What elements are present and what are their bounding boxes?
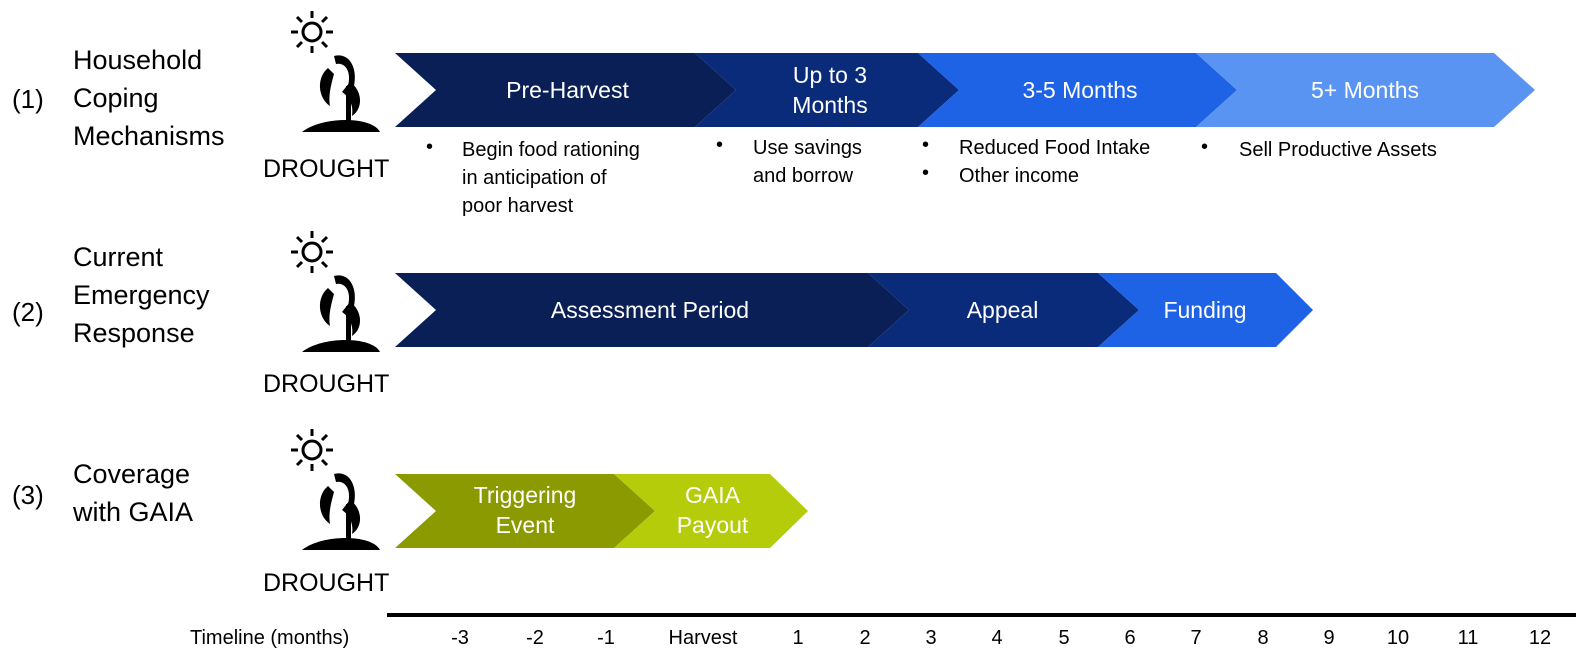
timeline-tick: -1 bbox=[597, 627, 615, 649]
row3-title-line1: Coverage bbox=[73, 459, 191, 489]
row1-phase-arrows bbox=[395, 53, 1535, 127]
row2-phase-arrows bbox=[395, 273, 1313, 347]
row3-title-line2: with GAIA bbox=[73, 497, 194, 527]
phase-label-appeal: Appeal bbox=[966, 297, 1039, 323]
note-line: and borrow bbox=[753, 165, 854, 187]
phase-label-funding: Funding bbox=[1163, 297, 1247, 323]
row3-title: Coverage with GAIA bbox=[73, 455, 193, 531]
bullet-marker: • bbox=[1201, 136, 1209, 158]
phase-arrow-gaia-payout bbox=[614, 474, 808, 548]
phase-label-triggering-event: Triggering Event bbox=[473, 482, 577, 538]
phase-arrow-pre-harvest bbox=[395, 53, 736, 127]
phase-label-5-plus-months: 5+ Months bbox=[1310, 77, 1420, 103]
drought-icon bbox=[291, 231, 380, 352]
timeline-tick: 3 bbox=[925, 627, 937, 649]
note-pre-harvest: Begin food rationing in anticipation of … bbox=[462, 136, 640, 220]
sun-icon bbox=[291, 429, 333, 471]
phase-arrow-funding bbox=[1098, 273, 1313, 347]
phase-label-assessment-period: Assessment Period bbox=[550, 297, 750, 323]
bullet-marker: • bbox=[716, 134, 724, 156]
timeline-tick: -3 bbox=[451, 627, 469, 649]
bullet-marker: • bbox=[922, 134, 930, 156]
timeline-tick: 5 bbox=[1058, 627, 1070, 649]
row2-hazard-label: DROUGHT bbox=[263, 370, 390, 398]
row2-title-line2: Emergency bbox=[73, 280, 210, 310]
row2-title: Current Emergency Response bbox=[73, 238, 210, 352]
bullet-marker: • bbox=[426, 136, 434, 158]
row1-title-line1: Household bbox=[73, 45, 203, 75]
timeline-label: Timeline (months) bbox=[190, 627, 350, 649]
phase-label-gaia-payout: GAIA Payout bbox=[676, 482, 749, 538]
phase-arrow-triggering-event bbox=[395, 474, 655, 548]
row1-hazard-label: DROUGHT bbox=[263, 155, 390, 183]
note-line: Sell Productive Assets bbox=[1239, 139, 1437, 161]
note-5-plus-months: Sell Productive Assets bbox=[1239, 136, 1437, 164]
note-line: Other income bbox=[959, 165, 1080, 187]
row2-title-line3: Response bbox=[73, 318, 195, 348]
timeline-tick: 8 bbox=[1257, 627, 1269, 649]
timeline-tick: 10 bbox=[1386, 627, 1410, 649]
wilted-plant-icon bbox=[302, 275, 380, 352]
note-line: Reduced Food Intake bbox=[959, 137, 1151, 159]
note-up-to-3-months: Use savings and borrow bbox=[753, 134, 862, 190]
note-line: poor harvest bbox=[462, 195, 574, 217]
phase-arrow-3-5-months bbox=[918, 53, 1237, 127]
timeline-tick: 7 bbox=[1190, 627, 1202, 649]
row1-title-line2: Coping bbox=[73, 83, 159, 113]
timeline-tick: 2 bbox=[859, 627, 871, 649]
note-line: Begin food rationing bbox=[462, 139, 640, 161]
row2-title-line1: Current bbox=[73, 242, 164, 272]
note-line: in anticipation of bbox=[462, 167, 607, 189]
sun-icon bbox=[291, 231, 333, 273]
wilted-plant-icon bbox=[302, 473, 380, 550]
drought-icon bbox=[291, 11, 380, 132]
row1-title: Household Coping Mechanisms bbox=[73, 41, 225, 155]
note-line: Use savings bbox=[753, 137, 862, 159]
timeline-tick: 4 bbox=[991, 627, 1003, 649]
timeline-tick: 1 bbox=[792, 627, 804, 649]
bullet-marker: • bbox=[922, 162, 930, 184]
timeline-tick: -2 bbox=[526, 627, 544, 649]
sun-icon bbox=[291, 11, 333, 53]
timeline-tick: 11 bbox=[1457, 627, 1479, 649]
drought-icon bbox=[291, 429, 380, 550]
timeline-axis-line bbox=[387, 613, 1576, 617]
row3-phase-arrows bbox=[395, 474, 808, 548]
phase-arrow-5-plus-months bbox=[1196, 53, 1535, 127]
row3-hazard-label: DROUGHT bbox=[263, 569, 390, 597]
timeline-tick: 12 bbox=[1528, 627, 1552, 649]
row1-number: (1) bbox=[12, 84, 44, 114]
row1-title-line3: Mechanisms bbox=[73, 121, 225, 151]
phase-arrow-up-to-3-months bbox=[695, 53, 959, 127]
phase-label-pre-harvest: Pre-Harvest bbox=[506, 77, 629, 103]
note-3-5-months: Reduced Food Intake Other income bbox=[959, 134, 1150, 190]
phase-arrow-appeal bbox=[868, 273, 1139, 347]
row3-number: (3) bbox=[12, 480, 44, 510]
phase-label-3-5-months: 3-5 Months bbox=[1022, 77, 1138, 103]
row2-number: (2) bbox=[12, 297, 44, 327]
phase-arrow-assessment-period bbox=[395, 273, 909, 347]
timeline-tick: Harvest bbox=[668, 627, 738, 649]
timeline-tick: 6 bbox=[1124, 627, 1136, 649]
wilted-plant-icon bbox=[302, 55, 380, 132]
timeline-tick: 9 bbox=[1323, 627, 1335, 649]
phase-label-up-to-3-months: Up to 3 Months bbox=[792, 62, 868, 118]
